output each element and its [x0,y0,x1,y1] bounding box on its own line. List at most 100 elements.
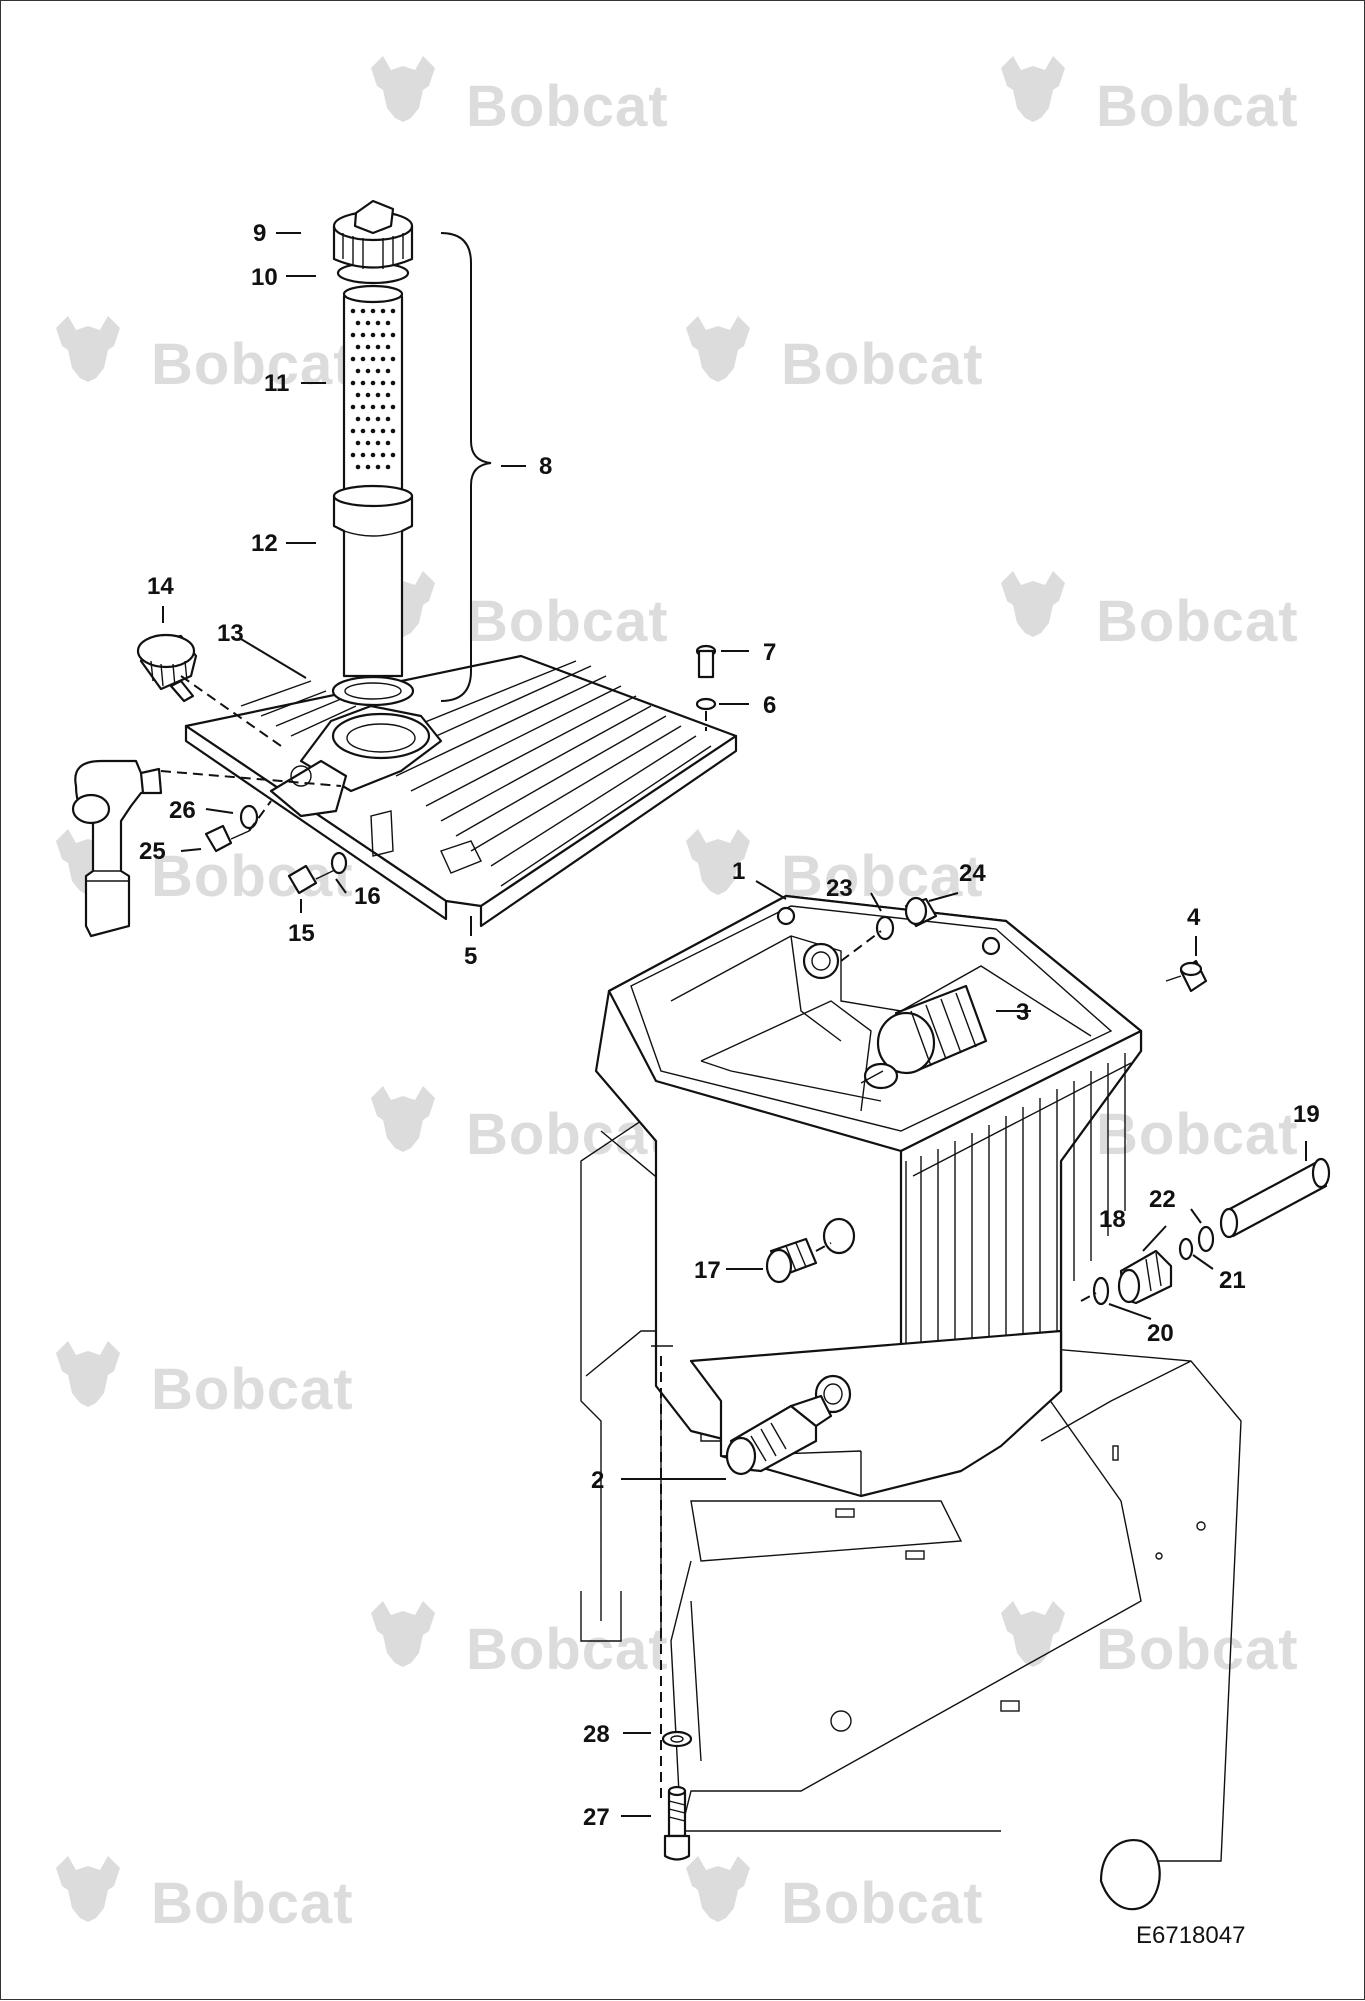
watermark: Bobcat [1001,56,1299,139]
watermark-text: Bobcat [781,332,984,397]
callout-14: 14 [147,573,174,600]
bobcat-head-logo-icon [56,1341,120,1407]
callout-12: 12 [251,530,278,557]
watermark-text: Bobcat [151,332,354,397]
watermark: Bobcat [371,1601,669,1682]
frame-round-boss [1099,1838,1161,1911]
bolt-27 [663,1785,691,1861]
bolt-7 [695,644,717,679]
callout-10: 10 [251,264,278,291]
callout-8: 8 [539,453,552,480]
callout-2: 2 [591,1467,604,1494]
watermark-layer: Bobcat Bobcat Bobcat Bobcat Bobcat Bobca… [56,56,1299,1936]
washer-6 [695,697,717,711]
callout-labels: 9 10 11 12 8 14 13 7 6 26 25 15 16 5 1 2… [139,220,1320,1831]
frame-slot [1000,1700,1020,1712]
watermark: Bobcat [56,829,354,909]
bobcat-head-logo-icon [1001,571,1065,637]
watermark-text: Bobcat [466,1617,669,1682]
breather-cap [136,633,198,703]
callout-20: 20 [1147,1320,1174,1347]
assembly-bracket [440,232,492,702]
suction-strainer-3 [860,984,988,1090]
watermark-text: Bobcat [466,74,669,139]
bobcat-head-logo-icon [686,316,750,382]
cap-square-head [353,199,395,235]
callout-16: 16 [354,883,381,910]
fitting-22 [1197,1225,1215,1253]
callout-3: 3 [1016,999,1029,1026]
watermark-text: Bobcat [1096,1102,1299,1167]
callout-25: 25 [139,838,166,865]
callout-21: 21 [1219,1267,1246,1294]
callout-28: 28 [583,1721,610,1748]
callout-13: 13 [217,620,244,647]
watermark-text: Bobcat [466,589,669,654]
callout-4: 4 [1187,904,1201,931]
callout-7: 7 [763,639,776,666]
watermark: Bobcat [56,1341,354,1422]
fitting-port [269,759,348,818]
callout-1: 1 [732,858,745,885]
fitting-25 [204,824,250,853]
port-23-boss [802,942,840,980]
watermark-text: Bobcat [151,1357,354,1422]
bobcat-head-logo-icon [371,1086,435,1152]
frame-slot [835,1508,855,1518]
bobcat-head-logo-icon [371,1601,435,1667]
hose-19 [1219,1157,1331,1239]
filter-perforation-pattern [350,308,396,470]
watermark-text: Bobcat [151,844,354,909]
tube-gasket [331,675,415,707]
bobcat-head-logo-icon [371,56,435,122]
bobcat-head-logo-icon [1001,56,1065,122]
watermark: Bobcat [56,1856,354,1936]
frame-slot [1112,1445,1119,1461]
watermark-text: Bobcat [781,1871,984,1936]
callout-24: 24 [959,860,986,887]
bobcat-head-logo-icon [56,1856,120,1922]
callout-11: 11 [264,370,289,397]
oring-20 [1092,1276,1110,1306]
drain-plug-15 [287,864,342,895]
port-17-boss [822,1217,856,1255]
watermark: Bobcat [56,316,354,397]
watermark-text: Bobcat [1096,74,1299,139]
callout-6: 6 [763,692,776,719]
bobcat-head-logo-icon [1001,1601,1065,1667]
callout-18: 18 [1099,1206,1126,1233]
fitting-18 [1117,1249,1173,1305]
filter-element [342,284,404,495]
bobcat-head-logo-icon [56,316,120,382]
watermark: Bobcat [1001,571,1299,654]
leader-lines [162,232,1307,1817]
callout-19: 19 [1293,1101,1320,1128]
callout-22: 22 [1149,1186,1176,1213]
cover-slot [440,840,482,874]
watermark-text: Bobcat [1096,589,1299,654]
frame-slot [905,1550,925,1560]
watermark: Bobcat [1001,1086,1299,1167]
tank-cover-subassembly [71,199,738,938]
oring-21 [1178,1237,1194,1261]
watermark: Bobcat [686,1856,984,1936]
watermark: Bobcat [371,56,669,139]
callout-17: 17 [694,1257,721,1284]
filler-tube [332,484,414,678]
watermark: Bobcat [1001,1601,1298,1682]
elbow-fitting [71,759,163,938]
fitting-4 [1165,959,1208,993]
oring-26 [239,804,259,830]
cover-ribs [240,660,712,887]
fitting-2 [725,1394,833,1476]
hydraulic-tank [594,894,1143,1801]
plug-24 [904,896,938,928]
watermark-text: Bobcat [151,1871,354,1936]
washer-16 [330,851,348,875]
tank-cover-plate [184,654,738,928]
hose-assembly [1080,1157,1331,1306]
callout-23: 23 [826,875,853,902]
callout-26: 26 [169,797,196,824]
